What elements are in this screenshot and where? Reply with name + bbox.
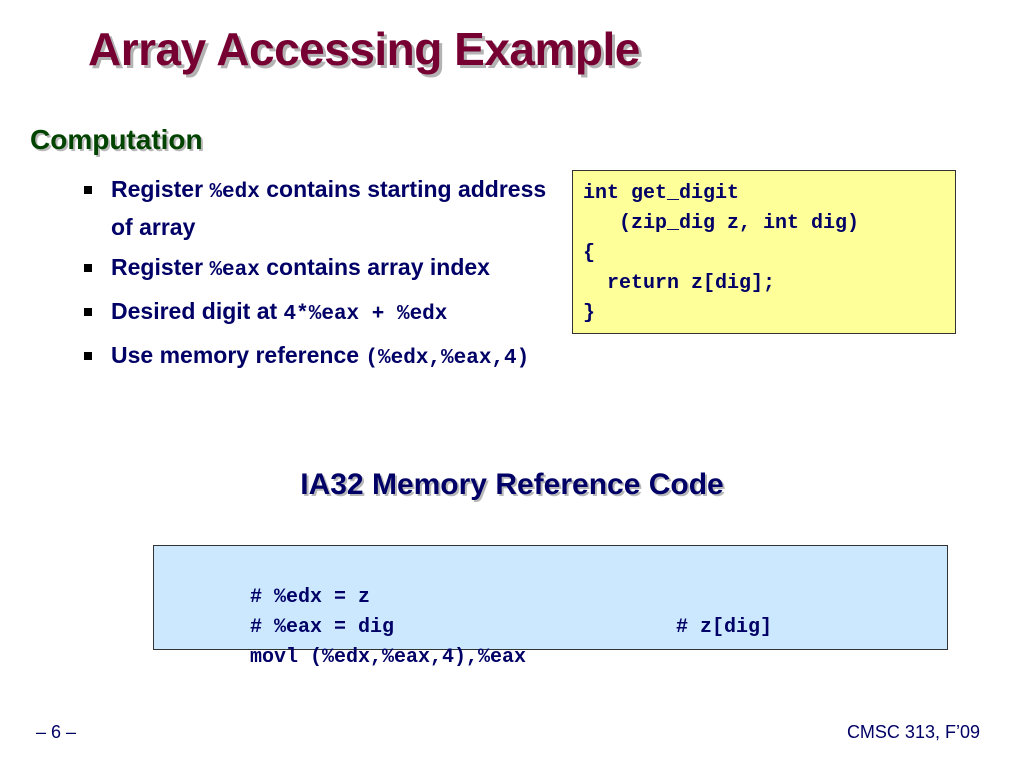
bullet-square-icon — [84, 308, 92, 316]
bullet-text: Desired digit at — [111, 298, 284, 324]
asm-code: movl (%edx,%eax,4),%eax — [250, 646, 527, 669]
bullet-list: Register %edx contains starting address … — [84, 172, 564, 382]
course-label: CMSC 313, F’09 — [846, 722, 980, 742]
bullet-code: %edx — [209, 181, 260, 204]
c-code-line: } — [583, 302, 596, 325]
bullet-text: contains starting address of array — [111, 176, 547, 240]
bullet-code: %eax — [209, 259, 260, 282]
bullet-text: Use memory reference — [111, 342, 366, 368]
bullet-item: Use memory reference (%edx,%eax,4) — [84, 338, 564, 376]
bullet-text: contains array index — [259, 254, 490, 280]
asm-code-box: # %edx = z # %eax = dig movl (%edx,%eax,… — [153, 545, 948, 669]
bullet-item: Register %edx contains starting address … — [84, 172, 564, 244]
c-code-line: (zip_dig z, int dig) — [583, 212, 860, 235]
bullet-item: Desired digit at 4*%eax + %edx — [84, 294, 564, 332]
bullet-square-icon — [84, 264, 92, 272]
c-code-box: int get_digit (zip_dig z, int dig) { ret… — [572, 170, 956, 334]
asm-code-line: # %eax = dig — [202, 583, 947, 639]
bullet-square-icon — [84, 352, 92, 360]
asm-code-line: movl (%edx,%eax,4),%eax # z[dig] — [202, 613, 947, 669]
slide-title: Array Accessing Example — [88, 23, 640, 75]
asm-code: # %edx = z — [250, 586, 371, 609]
asm-comment: # z[dig] — [676, 616, 773, 639]
bullet-item: Register %eax contains array index — [84, 250, 564, 288]
section-heading: Computation — [30, 124, 203, 155]
bullet-square-icon — [84, 186, 92, 194]
page-number: – 6 – — [36, 722, 77, 742]
bullet-code: 4*%eax + %edx — [283, 303, 448, 326]
bullet-text: Register — [111, 254, 210, 280]
c-code-line: { — [583, 242, 596, 265]
c-code-line: int get_digit — [583, 182, 740, 205]
bullet-text: Register — [111, 176, 210, 202]
asm-code: # %eax = dig — [250, 616, 395, 639]
c-code-line: return z[dig]; — [583, 272, 776, 295]
asm-code-line: # %edx = z — [202, 553, 947, 609]
asm-heading: IA32 Memory Reference Code — [300, 468, 724, 501]
bullet-code: (%edx,%eax,4) — [365, 347, 530, 370]
